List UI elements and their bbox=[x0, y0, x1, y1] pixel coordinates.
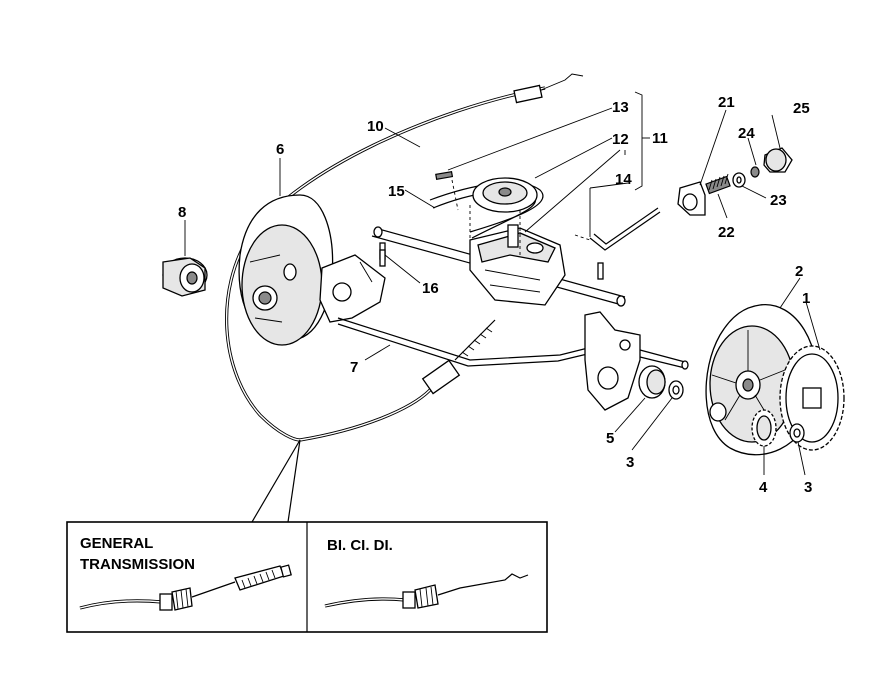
shift-rod bbox=[337, 317, 601, 367]
callout-1: 1 bbox=[802, 290, 810, 307]
callout-4: 4 bbox=[759, 479, 768, 496]
inset-biclidi-title: BI. CI. DI. bbox=[327, 537, 393, 554]
callout-8: 8 bbox=[178, 204, 186, 221]
callout-2: 2 bbox=[795, 263, 803, 280]
callout-7: 7 bbox=[350, 359, 358, 376]
hub-cap bbox=[162, 257, 208, 297]
control-cable bbox=[225, 73, 584, 442]
cable-anchor-parts bbox=[677, 147, 793, 216]
callout-11: 11 bbox=[652, 130, 668, 147]
callout-15: 15 bbox=[388, 183, 405, 200]
inset-pointer bbox=[251, 439, 301, 523]
callout-13: 13 bbox=[612, 99, 629, 116]
callout-3a: 3 bbox=[626, 454, 634, 471]
inset-general-title-line2: TRANSMISSION bbox=[80, 556, 195, 573]
callout-22: 22 bbox=[718, 224, 735, 241]
key-pin bbox=[435, 170, 459, 211]
pinion bbox=[751, 409, 805, 447]
pulley-and-belt bbox=[429, 177, 544, 255]
callout-16: 16 bbox=[422, 280, 439, 297]
callout-6: 6 bbox=[276, 141, 284, 158]
cable-variants-inset: GENERAL TRANSMISSION BI. CI. DI. bbox=[66, 521, 548, 633]
callout-21: 21 bbox=[718, 94, 735, 111]
callout-3b: 3 bbox=[804, 479, 812, 496]
bearing-and-washer bbox=[638, 365, 684, 400]
left-bracket bbox=[319, 254, 386, 323]
inset-general-title-line1: GENERAL bbox=[80, 535, 153, 552]
callout-23: 23 bbox=[770, 192, 787, 209]
callout-24: 24 bbox=[738, 125, 755, 142]
general-transmission-cable-end bbox=[79, 564, 292, 611]
axle-and-gearbox bbox=[371, 224, 626, 307]
leader-lines bbox=[184, 91, 821, 476]
callout-5: 5 bbox=[606, 430, 614, 447]
callout-labels: 1 2 3 3 4 5 6 7 8 10 11 12 13 14 15 16 2… bbox=[178, 94, 812, 496]
pins bbox=[379, 249, 386, 267]
selector-rod bbox=[574, 207, 661, 251]
callout-12: 12 bbox=[612, 131, 629, 148]
callout-10: 10 bbox=[367, 118, 384, 135]
callout-14: 14 bbox=[615, 171, 632, 188]
left-wheel-cover bbox=[238, 194, 334, 346]
right-bracket bbox=[584, 311, 689, 411]
biclidi-cable-end bbox=[324, 573, 529, 609]
callout-25: 25 bbox=[793, 100, 810, 117]
